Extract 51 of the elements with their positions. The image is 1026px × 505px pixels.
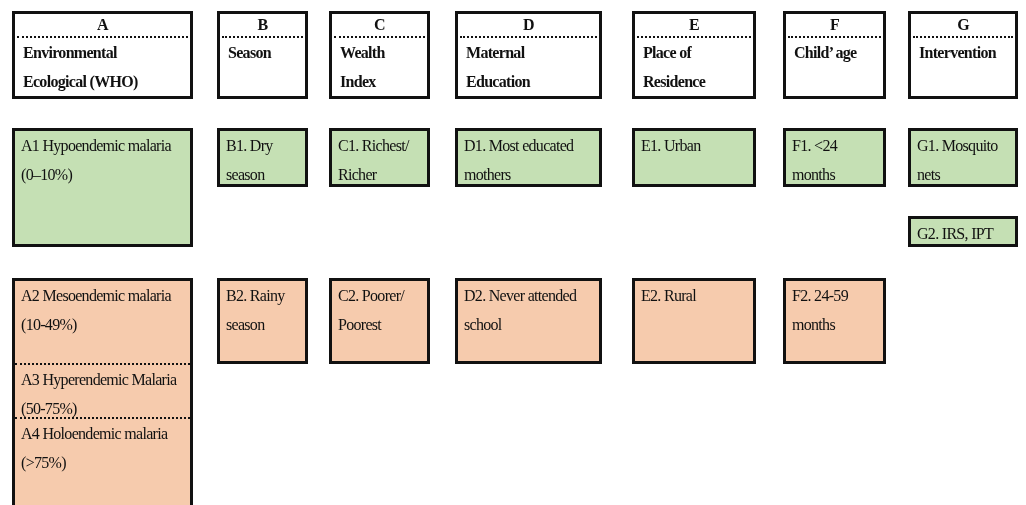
category-text: D2. Never attended school bbox=[463, 286, 578, 335]
column-letter: B bbox=[222, 14, 303, 38]
category-box bbox=[783, 128, 886, 187]
category-title: Child’ age bbox=[793, 43, 858, 64]
category-box bbox=[908, 128, 1018, 187]
category-text: A4 Holoendemic malaria (>75%) bbox=[15, 417, 190, 477]
category-box bbox=[217, 128, 308, 187]
category-box bbox=[217, 278, 308, 364]
category-box bbox=[632, 128, 756, 187]
category-header-box bbox=[12, 11, 193, 99]
category-text: C2. Poorer/ Poorest bbox=[337, 286, 406, 335]
category-box bbox=[455, 128, 602, 187]
category-title: Maternal Education bbox=[465, 43, 532, 92]
category-box bbox=[632, 278, 756, 364]
category-text: E1. Urban bbox=[640, 136, 702, 156]
column-letter: D bbox=[460, 14, 597, 38]
category-text: F1. <24 months bbox=[791, 136, 839, 185]
column-letter: A bbox=[17, 14, 188, 38]
category-header-box bbox=[329, 11, 430, 99]
category-box bbox=[329, 128, 430, 187]
column-letter: F bbox=[788, 14, 881, 38]
category-title: Wealth Index bbox=[339, 43, 386, 92]
category-text: E2. Rural bbox=[640, 286, 698, 306]
category-title: Environmental Ecological (WHO) bbox=[22, 43, 139, 93]
category-text: B2. Rainy season bbox=[225, 286, 286, 335]
category-header-box bbox=[632, 11, 756, 99]
category-header-box bbox=[908, 11, 1018, 99]
category-box bbox=[783, 278, 886, 364]
category-text: G1. Mosquito nets bbox=[916, 136, 999, 185]
category-header-box bbox=[217, 11, 308, 99]
category-header-box bbox=[455, 11, 602, 99]
category-text: A1 Hypoendemic malaria (0–10%) bbox=[20, 136, 173, 186]
category-box bbox=[12, 128, 193, 247]
category-text: D1. Most educated mothers bbox=[463, 136, 575, 185]
column-letter: E bbox=[637, 14, 751, 38]
category-title: Intervention bbox=[918, 43, 998, 63]
category-title: Place of Residence bbox=[642, 43, 707, 92]
category-box bbox=[908, 216, 1018, 247]
category-text: F2. 24-59 months bbox=[791, 286, 849, 335]
category-box bbox=[455, 278, 602, 364]
category-text: A2 Mesoendemic malaria (10-49%) bbox=[20, 286, 173, 336]
category-box bbox=[12, 278, 193, 505]
category-text: A3 Hyperendemic Malaria (50-75%) bbox=[15, 363, 190, 417]
column-letter: G bbox=[913, 14, 1013, 38]
category-box bbox=[329, 278, 430, 364]
category-title: Season bbox=[227, 43, 273, 63]
category-text: C1. Richest/ Richer bbox=[337, 136, 411, 185]
column-letter: C bbox=[334, 14, 425, 38]
category-text: G2. IRS, IPT bbox=[916, 224, 995, 244]
category-header-box bbox=[783, 11, 886, 99]
category-text: B1. Dry season bbox=[225, 136, 274, 185]
